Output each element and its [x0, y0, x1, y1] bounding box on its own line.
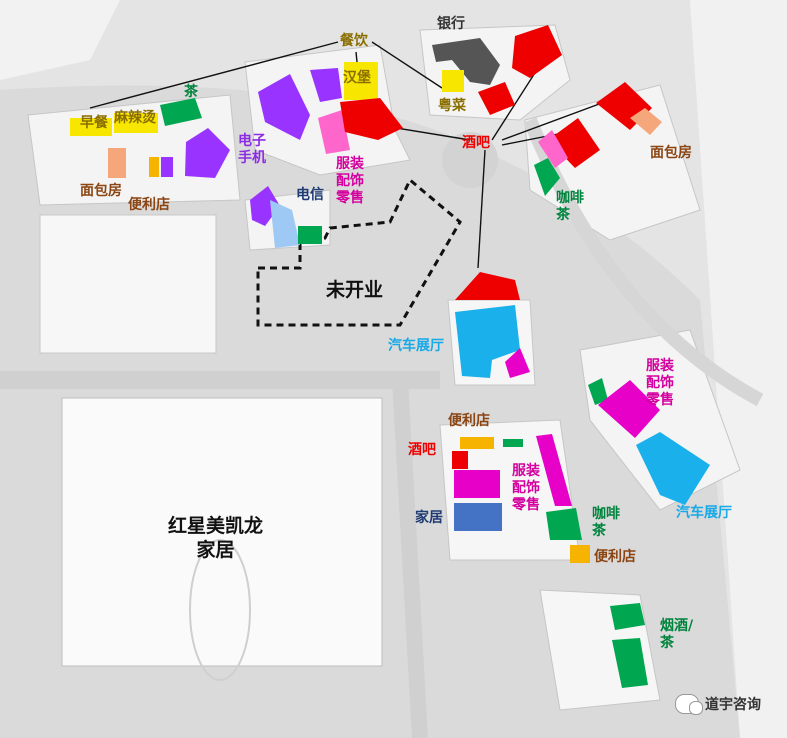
bar-mid-block [452, 451, 468, 469]
label-bar-top: 酒吧 [462, 135, 490, 151]
auto-showroom-mid-block [455, 305, 520, 378]
convenience-left-block-a [149, 157, 159, 177]
red-block-c [478, 82, 515, 115]
green-small-block [503, 439, 523, 447]
auto-showroom-right-block [636, 432, 710, 505]
purple-block-a [258, 74, 310, 140]
red-block-f [455, 272, 520, 300]
label-auto-showroom-mid: 汽车展厅 [388, 338, 444, 354]
green-block-right [588, 378, 608, 405]
not-open-area [256, 177, 462, 327]
malatang-block [114, 113, 158, 133]
convenience-mid-block [460, 437, 494, 449]
tobacco-block-b [612, 638, 648, 688]
label-big-store: 红星美凯龙 家居 [168, 515, 264, 561]
breakfast-block [70, 118, 112, 136]
bakery-left-block [108, 148, 126, 178]
watermark-text: 道宇咨询 [705, 697, 761, 713]
watermark: 道宇咨询 [675, 694, 761, 715]
cantonese-block [442, 70, 464, 92]
label-auto-showroom-right: 汽车展厅 [676, 505, 732, 521]
label-home: 家居 [415, 510, 443, 526]
convenience-left-block-b [161, 157, 173, 177]
label-apparel-right: 服装 配饰 零售 [646, 358, 674, 408]
apparel-mid-block-a [454, 470, 500, 498]
label-coffee-tea-bottom: 咖啡 茶 [592, 506, 620, 539]
label-cantonese: 粤菜 [438, 98, 466, 114]
magenta-block-mid-a [505, 348, 530, 378]
label-convenience-mid: 便利店 [448, 413, 490, 429]
telecom-green-block [298, 226, 322, 244]
label-bank: 银行 [437, 16, 465, 32]
bakery-right-block [630, 108, 662, 135]
pink-block-b [538, 130, 568, 168]
label-tobacco-tea: 烟酒/ 茶 [660, 618, 694, 651]
label-burger: 汉堡 [343, 70, 371, 86]
label-convenience-left: 便利店 [128, 197, 170, 213]
apparel-right-block [598, 380, 660, 438]
label-bakery-right: 面包房 [650, 145, 692, 161]
wechat-icon [675, 694, 703, 715]
label-telecom: 电信 [296, 187, 324, 203]
label-apparel-top: 服装 配饰 零售 [336, 156, 364, 206]
pink-block [318, 110, 350, 154]
coffee-tea-top-block [534, 158, 560, 196]
tobacco-block-a [610, 603, 645, 630]
coffee-tea-bottom-block [546, 508, 582, 540]
telecom-block [270, 200, 300, 248]
label-catering: 餐饮 [340, 33, 368, 49]
label-coffee-tea-top: 咖啡 茶 [556, 190, 584, 223]
convenience-bottom-block [570, 545, 590, 563]
store-blocks [70, 25, 710, 688]
red-block-e [548, 118, 600, 168]
burger-block [344, 62, 378, 100]
label-tea-top: 茶 [184, 84, 198, 100]
tea-block-top [160, 98, 202, 126]
label-electronics: 电子 手机 [238, 133, 266, 166]
purple-block-b [310, 68, 342, 102]
label-breakfast: 早餐 [80, 115, 108, 131]
label-bar-mid: 酒吧 [408, 442, 436, 458]
label-apparel-mid: 服装 配饰 零售 [512, 463, 540, 513]
label-not-open: 未开业 [326, 279, 384, 301]
label-convenience-bottom: 便利店 [594, 549, 636, 565]
label-malatang: 麻辣烫 [114, 110, 156, 126]
bank-block [432, 38, 500, 85]
red-block-a [340, 98, 403, 140]
label-bakery-left: 面包房 [80, 183, 122, 199]
electronics-block-a [185, 128, 230, 178]
red-block-b [512, 25, 562, 78]
apparel-mid-block-b [536, 434, 572, 506]
home-block [454, 503, 502, 531]
